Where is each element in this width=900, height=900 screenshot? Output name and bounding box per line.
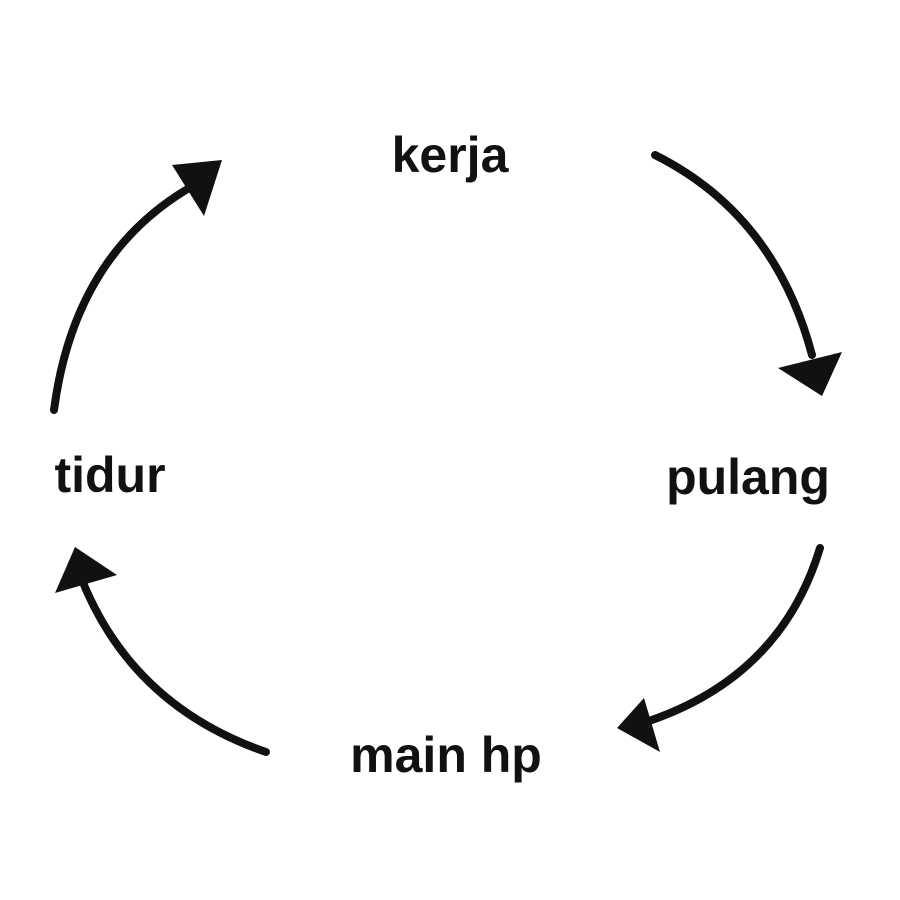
node-label-bottom: main hp (350, 727, 542, 783)
arrow-main-hp-to-tidur (55, 547, 270, 756)
arrowhead-icon (778, 352, 842, 396)
arrow-tidur-to-kerja (50, 160, 222, 414)
node-label-right: pulang (666, 449, 830, 505)
arrow-kerja-to-pulang (651, 151, 842, 396)
arrow-shaft (636, 544, 824, 728)
arrow-shaft (50, 179, 202, 414)
arrowhead-icon (55, 547, 117, 593)
arrowhead-icon (172, 160, 222, 216)
arrowhead-icon (617, 698, 660, 752)
arrow-shaft (651, 151, 816, 359)
node-label-top: kerja (391, 127, 509, 183)
node-label-left: tidur (54, 447, 166, 503)
arrow-shaft (76, 571, 270, 756)
arrow-pulang-to-main-hp (617, 544, 824, 752)
